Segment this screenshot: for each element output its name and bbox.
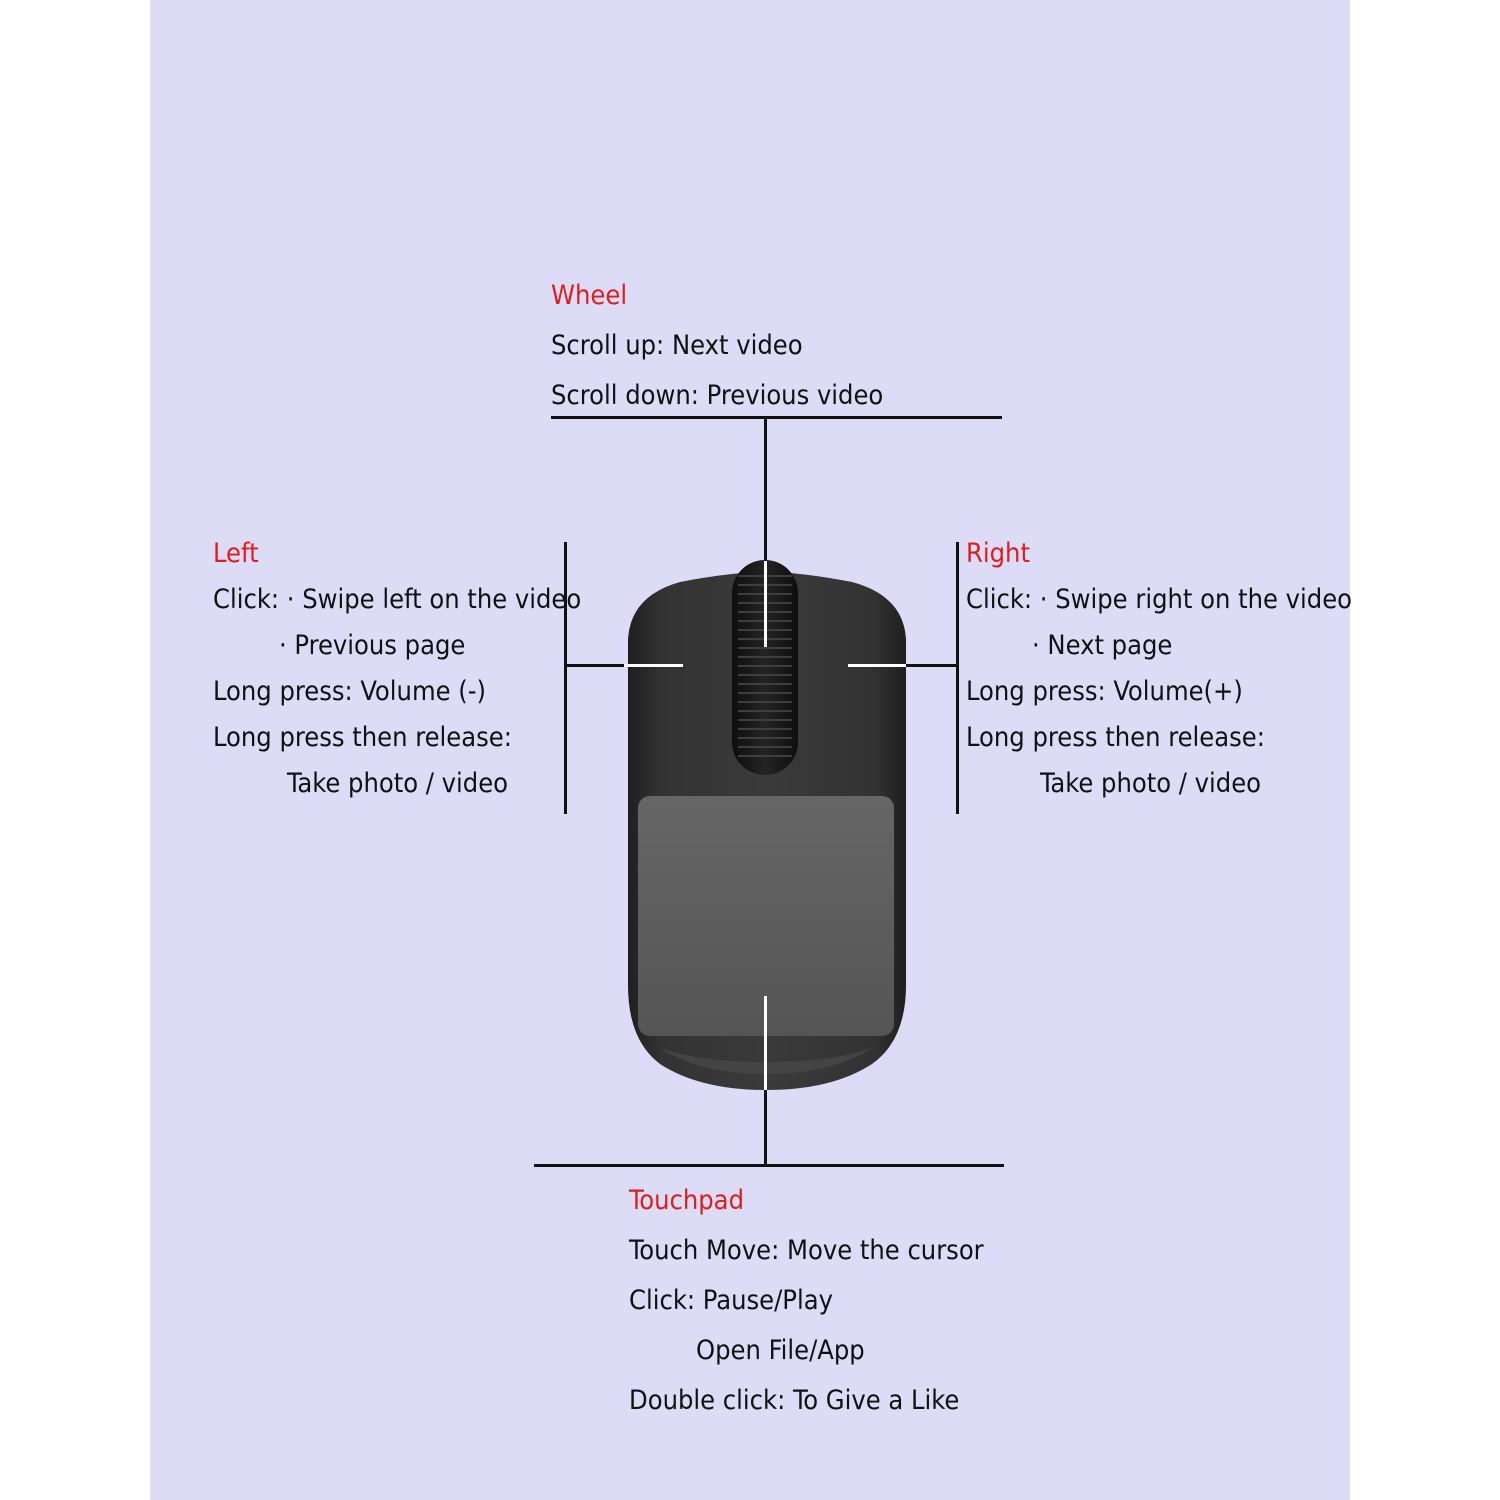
wheel-line: Scroll up: Next video (551, 330, 803, 361)
wheel-underline (551, 416, 1002, 419)
left-bracket (564, 542, 567, 814)
left-heading: Left (213, 538, 259, 569)
right-line: Long press: Volume(+) (966, 676, 1243, 707)
wheel-pointer (764, 561, 767, 647)
left-line: Long press then release: (213, 722, 512, 753)
right-line: Long press then release: (966, 722, 1265, 753)
touchpad-connector (764, 1090, 767, 1166)
touchpad-line: Touch Move: Move the cursor (629, 1235, 984, 1266)
wheel-connector (764, 419, 767, 561)
touchpad-heading: Touchpad (629, 1185, 744, 1216)
right-line: Take photo / video (1040, 768, 1262, 799)
touchpad-line: Double click: To Give a Like (629, 1385, 960, 1416)
touchpad-line: Click: Pause/Play (629, 1285, 833, 1316)
right-pointer (848, 664, 906, 667)
left-pointer (624, 664, 683, 667)
left-line: Click: · Swipe left on the video (213, 584, 582, 615)
left-line: · Previous page (279, 630, 466, 661)
left-line: Take photo / video (287, 768, 509, 799)
touchpad-pointer (764, 996, 767, 1090)
touchpad-line: Open File/App (696, 1335, 865, 1366)
right-connector (906, 664, 959, 667)
right-heading: Right (966, 538, 1030, 569)
touchpad-surface (638, 796, 894, 1036)
left-line: Long press: Volume (-) (213, 676, 486, 707)
wheel-heading: Wheel (551, 280, 628, 311)
right-bracket (956, 542, 959, 814)
touchpad-overline (534, 1164, 1004, 1167)
left-connector (564, 664, 624, 667)
wheel-line: Scroll down: Previous video (551, 380, 884, 411)
right-line: Click: · Swipe right on the video (966, 584, 1353, 615)
right-line: · Next page (1032, 630, 1173, 661)
